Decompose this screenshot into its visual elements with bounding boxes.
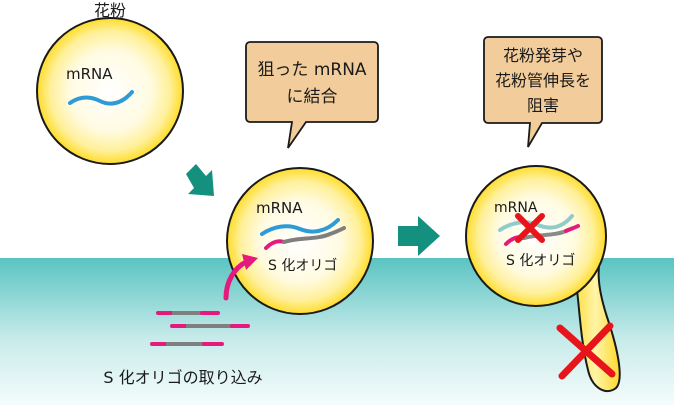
callout-inhibit-line-2: 花粉管伸長を — [495, 71, 591, 90]
mrna-blocked-cross — [515, 213, 545, 243]
tube-blocked-cross — [556, 322, 616, 380]
pollen-grain-start — [36, 17, 184, 165]
flow-arrow-2 — [398, 216, 440, 256]
callout-inhibit-line-1: 花粉発芽や — [503, 46, 583, 65]
mrna-strand-inhibited — [498, 214, 574, 232]
uptake-arrow-head — [242, 254, 258, 270]
s-oligo-inhibited-gray — [522, 229, 568, 240]
callout-binding — [245, 41, 379, 149]
uptake-arrow — [223, 259, 249, 301]
s-oligo-label-binding: S 化オリゴ — [268, 257, 337, 274]
mrna-label-binding: mRNA — [256, 199, 303, 217]
callout-inhibit — [483, 36, 603, 148]
mrna-label-inhibited: mRNA — [494, 200, 538, 216]
pollen-label: 花粉 — [94, 1, 126, 20]
callout-binding-line-2: に結合 — [287, 87, 338, 107]
callout-binding-line-1: 狙った mRNA — [257, 60, 366, 80]
s-oligo-label-inhibited: S 化オリゴ — [506, 252, 575, 269]
mrna-label-start: mRNA — [66, 65, 113, 83]
mrna-strand-start — [68, 90, 134, 106]
flow-arrow-1 — [186, 164, 214, 196]
s-oligo-inhibited-pink-end — [564, 224, 580, 233]
s-oligo-bound-gray — [282, 226, 346, 244]
callout-inhibit-line-3: 阻害 — [527, 96, 559, 115]
uptake-label: S 化オリゴの取り込み — [103, 368, 262, 387]
mrna-strand-binding — [260, 218, 340, 236]
